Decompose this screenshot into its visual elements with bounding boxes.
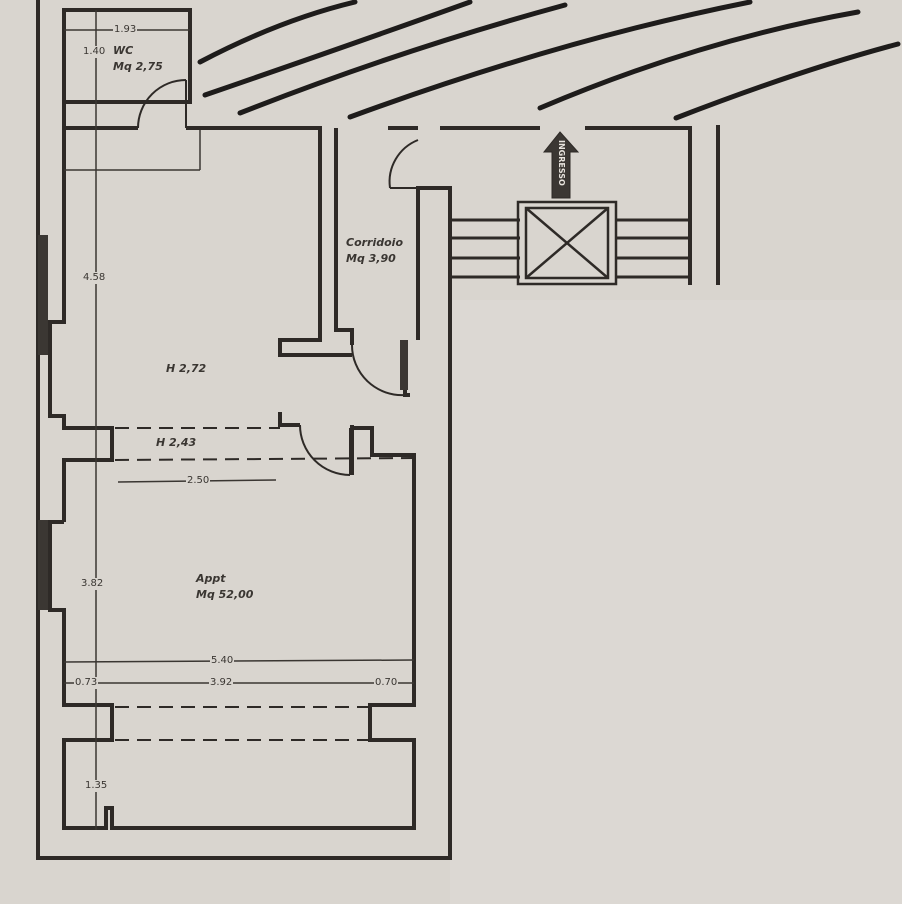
window	[400, 340, 408, 390]
dim-upper-room-width: 2.50	[186, 475, 211, 487]
dim-wc-depth: 1.40	[82, 46, 107, 58]
room-area-wc: Mq 2,75	[113, 60, 163, 73]
window	[38, 235, 48, 355]
dim-total-width: 5.40	[210, 655, 235, 667]
room-name-wc: WC	[113, 44, 134, 57]
doors	[137, 79, 440, 476]
entrance-arrow-icon	[542, 131, 580, 199]
room-area-apartment: Mq 52,00	[196, 588, 254, 601]
entrance-label: INGRESSO	[557, 140, 566, 186]
dim-lower-room-depth: 3.82	[80, 578, 105, 590]
scribble-marks	[197, 0, 901, 121]
height-lower: H 2,43	[156, 436, 197, 449]
stairs	[450, 218, 690, 279]
dim-bottom-room-depth: 1.35	[84, 780, 109, 792]
dim-upper-room-depth: 4.58	[82, 272, 107, 284]
dim-middle-width: 3.92	[209, 677, 234, 689]
elevator	[516, 200, 618, 286]
height-upper: H 2,72	[166, 362, 207, 375]
room-name-corridor: Corridoio	[346, 236, 404, 249]
dim-left-offset: 0.73	[74, 677, 99, 689]
dim-right-offset: 0.70	[374, 677, 399, 689]
room-name-apartment: Appt	[196, 572, 226, 585]
dim-wc-width: 1.93	[113, 24, 138, 36]
room-area-corridor: Mq 3,90	[346, 252, 396, 265]
window	[38, 520, 48, 610]
